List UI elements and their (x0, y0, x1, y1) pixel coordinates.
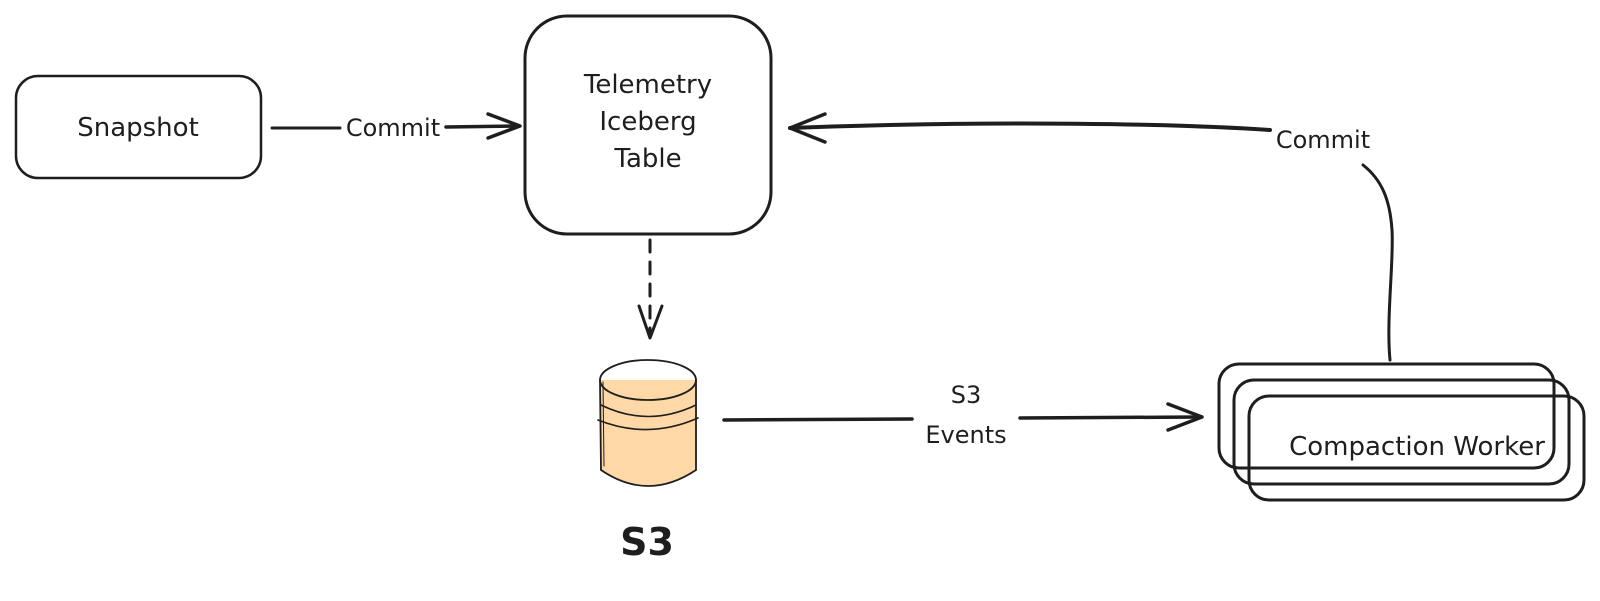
s3-label: S3 (620, 520, 674, 564)
iceberg-table-label-line-1: Telemetry (583, 70, 712, 100)
snapshot-node[interactable]: Snapshot (14, 74, 263, 180)
edge-line-segment (788, 121, 1272, 132)
edge-curve-segment (1361, 163, 1394, 362)
edge-line-segment (722, 417, 914, 422)
compaction-worker-node[interactable]: Compaction Worker (1217, 362, 1586, 502)
edge-table-to-s3[interactable] (637, 238, 664, 340)
arrowhead-icon (788, 112, 827, 144)
edge-label-s3: S3 (951, 381, 982, 409)
edge-label-commit-return: Commit (1276, 126, 1370, 154)
edge-s3-to-worker[interactable]: S3 Events (722, 381, 1204, 449)
iceberg-table-node[interactable]: Telemetry Iceberg Table (523, 14, 773, 236)
iceberg-table-label-line-2: Iceberg (599, 107, 696, 137)
edge-label-commit: Commit (346, 114, 440, 142)
edge-line-segment (444, 124, 520, 129)
stack-layer-back (1217, 362, 1556, 470)
stack-layer-middle (1232, 378, 1571, 486)
iceberg-table-label-line-3: Table (613, 144, 681, 174)
arrowhead-icon (486, 112, 522, 140)
edge-line-segment (1018, 415, 1202, 420)
s3-node[interactable]: S3 (597, 359, 699, 564)
edge-worker-to-table[interactable]: Commit (788, 112, 1394, 362)
stack-layer-front (1247, 394, 1586, 502)
database-cylinder-icon (597, 359, 699, 487)
edge-snapshot-to-table[interactable]: Commit (270, 112, 522, 142)
arrowhead-icon (1166, 402, 1204, 432)
arrowhead-icon (637, 304, 664, 340)
compaction-worker-label: Compaction Worker (1289, 432, 1545, 462)
snapshot-label: Snapshot (77, 113, 199, 143)
edge-label-events: Events (925, 421, 1006, 449)
